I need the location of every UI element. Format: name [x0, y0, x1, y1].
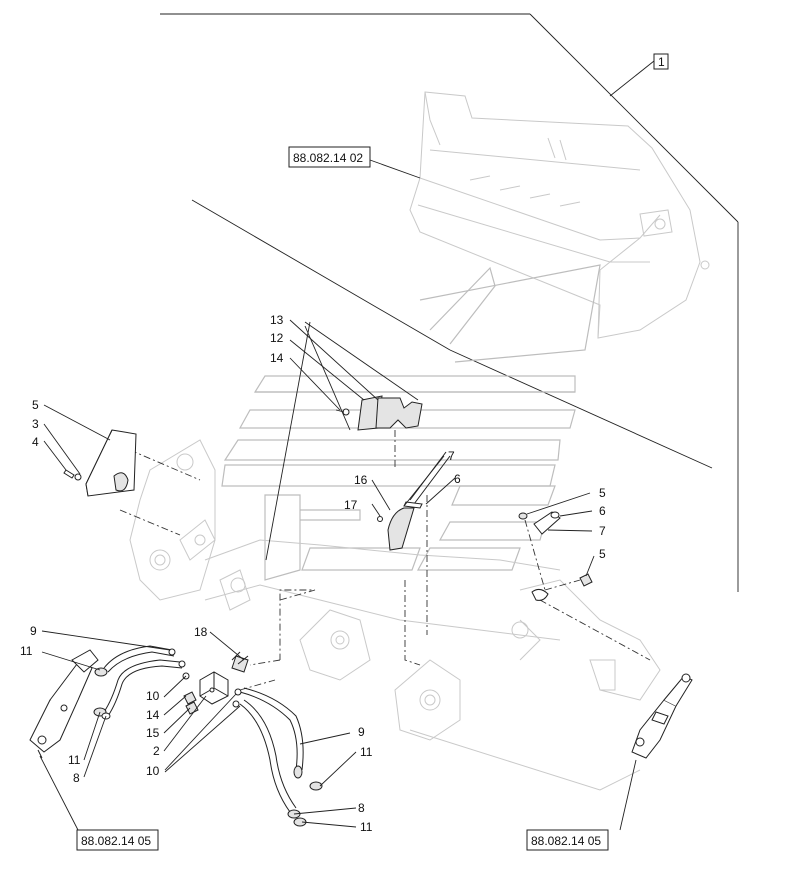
callout-12: 12: [270, 331, 284, 345]
callout-10-left: 10: [146, 689, 160, 703]
reference-box-top[interactable]: 88.082.14 02: [288, 146, 371, 168]
callout-11-right-bottom: 11: [360, 820, 373, 834]
callout-3: 3: [32, 417, 39, 431]
callout-17: 17: [344, 498, 358, 512]
hoses-right: [232, 687, 323, 827]
callout-5-right-top: 5: [599, 486, 606, 500]
callout-5-left: 5: [32, 398, 39, 412]
reference-88-082-14-05-right[interactable]: 88.082.14 05: [531, 834, 601, 848]
callout-14-top: 14: [270, 351, 284, 365]
callout-6-center: 6: [454, 472, 461, 486]
assembly-dash-lines: [119, 430, 651, 691]
cover-block-5: [63, 429, 137, 497]
left-cylinder: [29, 649, 99, 831]
callout-labels: 13 12 14 5 3 4 16 7 6 17 5 6 7 5 18 9 11…: [20, 313, 606, 834]
reference-88-082-14-05-left[interactable]: 88.082.14 05: [81, 834, 151, 848]
callout-14-bottom: 14: [146, 708, 160, 722]
callout-2: 2: [153, 744, 160, 758]
wear-pads-13-12: [335, 395, 423, 431]
guard-plate-16: [377, 451, 451, 551]
reference-box-right[interactable]: 88.082.14 05: [526, 829, 609, 851]
callout-8-right: 8: [358, 801, 365, 815]
reference-box-left[interactable]: 88.082.14 05: [76, 829, 159, 851]
callout-7-center: 7: [448, 449, 455, 463]
valve-block-2: [199, 651, 249, 705]
pin-assembly-right: [518, 511, 593, 601]
callout-1-box: 1: [653, 53, 669, 70]
right-cylinder: [619, 673, 693, 831]
callout-6-right: 6: [599, 504, 606, 518]
callout-11-left-top: 11: [20, 644, 33, 658]
callout-8-left: 8: [73, 771, 80, 785]
callout-11-left-bottom: 11: [68, 753, 81, 767]
reference-88-082-14-02[interactable]: 88.082.14 02: [293, 151, 363, 165]
callout-10-bottom: 10: [146, 764, 160, 778]
callout-11-right-top: 11: [360, 745, 373, 759]
callout-leaders: [41, 60, 655, 828]
callout-9-left: 9: [30, 624, 37, 638]
callout-18: 18: [194, 625, 208, 639]
callout-13: 13: [270, 313, 284, 327]
callout-9-right: 9: [358, 725, 365, 739]
callout-15: 15: [146, 726, 160, 740]
callout-7-right: 7: [599, 524, 606, 538]
callout-5-right-bottom: 5: [599, 547, 606, 561]
callout-16: 16: [354, 473, 368, 487]
callout-4: 4: [32, 435, 39, 449]
callout-1: 1: [658, 55, 665, 69]
assembly-frame-lines: [160, 13, 739, 592]
loader-arm-ghost: [129, 439, 661, 791]
bucket-ghost-outline: [409, 91, 710, 339]
frame-ghost-beams: [221, 264, 601, 581]
